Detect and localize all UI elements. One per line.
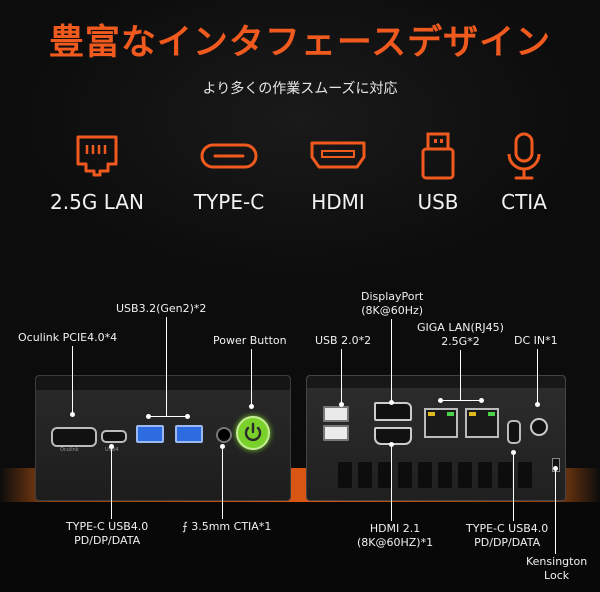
vent — [498, 462, 512, 488]
leader-dot — [185, 414, 190, 419]
callout-hdmi: HDMI 2.1 (8K@60HZ)*1 — [357, 522, 434, 549]
power-button — [236, 416, 270, 450]
page-subtitle: より多くの作業スムーズに対応 — [202, 81, 398, 97]
vent — [458, 462, 472, 488]
leader-line — [391, 444, 392, 521]
feature-typec: TYPE-C — [174, 130, 284, 214]
oculink-port — [51, 427, 97, 447]
rear-usb20-port-2 — [323, 425, 349, 441]
feature-label: 2.5G LAN — [50, 190, 144, 214]
feature-lan: 2.5G LAN — [42, 130, 152, 214]
callout-power: Power Button — [213, 334, 287, 347]
leader-line — [148, 416, 188, 417]
leader-line — [555, 468, 556, 554]
usb-port-icon — [421, 132, 455, 180]
leader-dot — [249, 404, 254, 409]
microphone-icon — [507, 132, 541, 180]
vent — [438, 462, 452, 488]
leader-dot — [389, 400, 394, 405]
leader-line — [391, 319, 392, 402]
type-c-port-icon — [200, 143, 258, 169]
callout-dc-in: DC IN*1 — [514, 334, 558, 347]
ethernet-port-icon — [76, 135, 118, 177]
leader-dot — [553, 466, 558, 471]
leader-dot — [479, 398, 484, 403]
vent — [378, 462, 392, 488]
dc-in-port — [530, 418, 548, 436]
leader-line — [460, 350, 461, 400]
lan-port-2 — [465, 408, 499, 438]
leader-line — [341, 349, 342, 404]
feature-usb: USB — [383, 130, 493, 214]
callout-kensington: Kensington Lock — [526, 555, 588, 582]
callout-front-typec: TYPE-C USB4.0 PD/DP/DATA — [66, 520, 149, 547]
displayport-port — [374, 402, 412, 421]
leader-line — [72, 346, 73, 414]
leader-dot — [70, 412, 75, 417]
callout-ctia: ⨍ 3.5mm CTIA*1 — [182, 520, 272, 533]
callout-giga-lan: GIGA LAN(RJ45) 2.5G*2 — [417, 321, 504, 348]
vent — [418, 462, 432, 488]
callout-oculink: Oculink PCIE4.0*4 — [18, 331, 118, 344]
leader-line — [166, 317, 167, 417]
feature-label: TYPE-C — [193, 190, 265, 214]
audio-jack — [216, 427, 232, 443]
usb32-port-1 — [136, 425, 164, 443]
oculink-port-label: Oculink — [60, 447, 79, 453]
feature-label: CTIA — [501, 190, 547, 214]
leader-dot — [109, 444, 114, 449]
leader-line — [537, 349, 538, 404]
kensington-slot — [552, 458, 560, 472]
leader-dot — [535, 402, 540, 407]
lan-port-1 — [424, 408, 458, 438]
front-typec-port — [101, 430, 127, 443]
leader-line — [222, 446, 223, 519]
power-icon — [244, 422, 262, 442]
rear-panel-top — [307, 376, 565, 388]
leader-dot — [389, 442, 394, 447]
feature-ctia: CTIA — [469, 130, 579, 214]
leader-line — [513, 452, 514, 521]
leader-dot — [438, 398, 443, 403]
leader-dot — [511, 450, 516, 455]
rear-typec-port — [507, 420, 521, 444]
callout-rear-typec: TYPE-C USB4.0 PD/DP/DATA — [466, 522, 549, 549]
vent — [338, 462, 352, 488]
leader-dot — [220, 444, 225, 449]
leader-line — [440, 400, 482, 401]
vent — [478, 462, 492, 488]
feature-label: USB — [417, 190, 459, 214]
vent — [518, 462, 532, 488]
leader-dot — [146, 414, 151, 419]
usb32-port-2 — [175, 425, 203, 443]
callout-usb32: USB3.2(Gen2)*2 — [116, 302, 207, 315]
feature-hdmi: HDMI — [283, 130, 393, 214]
vent — [358, 462, 372, 488]
callout-displayport: DisplayPort (8K@60Hz) — [361, 290, 424, 317]
front-panel-top — [36, 376, 290, 390]
vent — [398, 462, 412, 488]
floor — [0, 502, 600, 592]
leader-dot — [339, 402, 344, 407]
leader-line — [251, 349, 252, 406]
page-title: 豊富なインタフェースデザイン — [48, 23, 552, 63]
feature-label: HDMI — [311, 190, 365, 214]
hdmi-port-icon — [310, 141, 366, 169]
leader-line — [111, 446, 112, 519]
callout-usb20: USB 2.0*2 — [315, 334, 372, 347]
rear-usb20-port-1 — [323, 406, 349, 422]
